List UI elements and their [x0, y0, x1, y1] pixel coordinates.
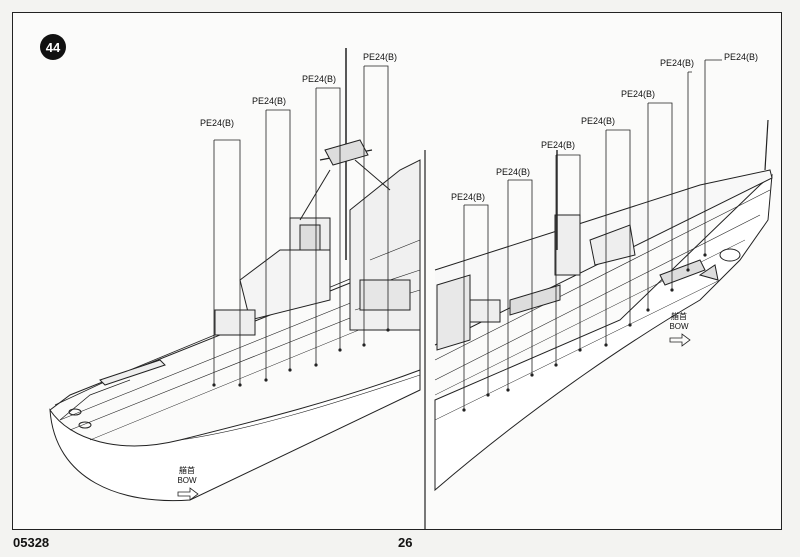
part-label: PE24(B) [363, 52, 398, 62]
bow-indicator-left: 艏首 BOW [172, 466, 202, 486]
right-attach-points [462, 253, 707, 412]
page-number: 26 [398, 535, 413, 550]
bow-label-cn: 艏首 [671, 312, 687, 321]
step-number-badge: 44 [40, 34, 66, 60]
right-hull [434, 119, 773, 492]
left-leader-lines [213, 65, 389, 385]
part-label: PE24(B) [581, 116, 616, 126]
model-code: 05328 [13, 535, 50, 550]
part-label: PE24(B) [541, 140, 576, 150]
right-leader-lines [463, 59, 722, 410]
part-label: PE24(B) [621, 89, 656, 99]
part-label: PE24(B) [724, 52, 759, 62]
bow-arrow-right [669, 333, 691, 347]
bow-label-cn: 艏首 [179, 466, 195, 475]
bow-label-en: BOW [177, 476, 197, 485]
part-label: PE24(B) [496, 167, 531, 177]
part-label: PE24(B) [200, 118, 235, 128]
bow-label-en: BOW [669, 322, 689, 331]
bow-indicator-right: 艏首 BOW [664, 312, 694, 332]
left-hull [49, 48, 421, 502]
left-attach-points [212, 328, 390, 387]
part-label: PE24(B) [302, 74, 337, 84]
part-label: PE24(B) [451, 192, 486, 202]
bow-arrow-left [177, 487, 199, 501]
part-label: PE24(B) [252, 96, 287, 106]
part-label: PE24(B) [660, 58, 695, 68]
